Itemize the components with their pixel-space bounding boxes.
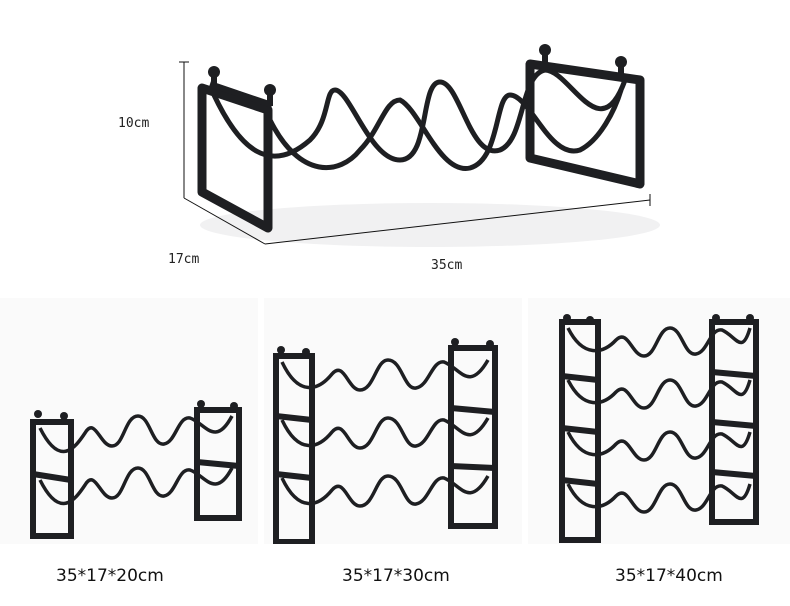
variant-label-2-tier: 35*17*20cm: [56, 566, 164, 586]
depth-dimension-label: 17cm: [168, 252, 200, 267]
left-end-frame: [197, 83, 273, 233]
variant-rack-4-tier: [528, 298, 790, 544]
rack-2-waves: [38, 414, 234, 506]
rack-3-finials: [277, 338, 494, 356]
rack-3-frames: [273, 345, 498, 544]
rack-4-frames: [559, 319, 759, 543]
wave-wires: [211, 67, 628, 171]
rack-2-finials: [34, 400, 238, 420]
variant-rack-3-tier: [264, 298, 522, 544]
height-dimension-label: 10cm: [118, 116, 150, 131]
top-rack-photo: 10cm 17cm 35cm: [0, 0, 790, 290]
right-end-frame: [525, 59, 645, 189]
variant-label-3-tier: 35*17*30cm: [342, 566, 450, 586]
variant-rack-2-tier: [0, 298, 258, 544]
width-dimension-label: 35cm: [431, 258, 463, 273]
rack-2-frames: [30, 407, 242, 539]
rack-4-finials: [563, 314, 754, 324]
top-rack-svg: [179, 44, 660, 247]
left-top-rail: [209, 81, 273, 108]
variant-label-4-tier: 35*17*40cm: [615, 566, 723, 586]
dimension-lines: [179, 61, 651, 245]
rack-4-waves: [566, 326, 752, 514]
rack-4-tier-svg: [559, 314, 759, 543]
finials: [208, 44, 627, 106]
rack-2-tier-svg: [30, 400, 242, 539]
rack-3-tier-svg: [273, 338, 498, 544]
rack-3-waves: [280, 358, 490, 508]
